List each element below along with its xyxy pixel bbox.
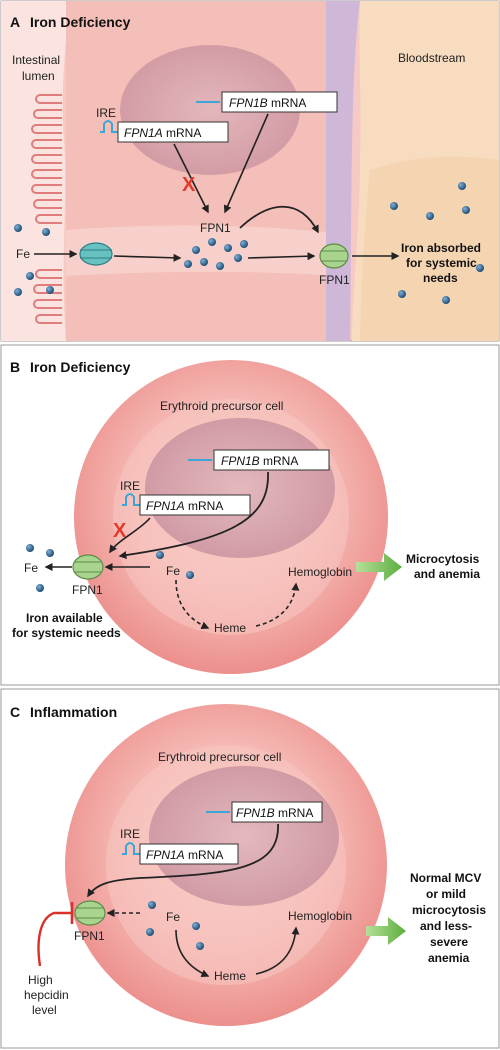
heme-label-b: Heme bbox=[214, 621, 246, 635]
outcome-a-2: for systemic bbox=[406, 256, 477, 270]
panel-c-letter: C bbox=[10, 704, 20, 720]
outcome-b-1: Microcytosis bbox=[406, 552, 480, 566]
ire-loop-c bbox=[122, 842, 140, 855]
iron-dots-a bbox=[14, 182, 484, 304]
iron-to-exporter-arrow bbox=[247, 252, 316, 261]
fpn1a-box-a bbox=[117, 121, 229, 143]
fpn1a-translation-arrow-a bbox=[173, 143, 209, 214]
lumen-label-1: Intestinal bbox=[12, 53, 60, 67]
ire-loop-b bbox=[122, 493, 140, 506]
outcome-c-3: microcytosis bbox=[412, 903, 486, 917]
fpn1-label-c: FPN1 bbox=[74, 929, 105, 943]
iron-dots-b bbox=[26, 544, 194, 592]
ire-label-c: IRE bbox=[120, 827, 140, 841]
outcome-a-1: Iron absorbed bbox=[401, 241, 481, 255]
fpn1b-box-b bbox=[213, 449, 330, 471]
ire-loop-a bbox=[100, 120, 118, 133]
iron-to-cytosol-arrow bbox=[113, 253, 182, 262]
outcome-c-1: Normal MCV bbox=[410, 871, 481, 885]
fpn1-exporter-a bbox=[319, 243, 349, 269]
fpn1a-label-a: FPN1A mRNA bbox=[124, 126, 201, 140]
hemoglobin-label-b: Hemoglobin bbox=[288, 565, 352, 579]
cell-label-c: Erythroid precursor cell bbox=[158, 750, 281, 764]
fpn1a-label-b: FPN1A mRNA bbox=[146, 499, 223, 513]
block-x-a: X bbox=[182, 174, 196, 196]
iron-to-heme-arrow-b bbox=[175, 579, 210, 630]
outcome-c-5: severe bbox=[430, 935, 468, 949]
fpn1b-label-b: FPN1B mRNA bbox=[221, 454, 298, 468]
hepcidin-label-1: High bbox=[28, 973, 53, 987]
outcome-c-4: and less- bbox=[420, 919, 472, 933]
panel-b-title: Iron Deficiency bbox=[30, 359, 131, 375]
available-label-1: Iron available bbox=[26, 611, 103, 625]
fpn1a-translation-arrow-b bbox=[109, 517, 151, 554]
hemoglobin-label-c: Hemoglobin bbox=[288, 909, 352, 923]
hepcidin-inhibition bbox=[37, 911, 72, 967]
iron-importer bbox=[79, 242, 113, 266]
fpn1-center-label: FPN1 bbox=[200, 221, 231, 235]
available-label-2: for systemic needs bbox=[12, 626, 121, 640]
outcome-c-6: anemia bbox=[428, 951, 470, 965]
fpn1-label-b: FPN1 bbox=[72, 583, 103, 597]
heme-to-hemoglobin-arrow-c bbox=[255, 926, 300, 975]
cell-label-b: Erythroid precursor cell bbox=[160, 399, 283, 413]
bloodstream-label: Bloodstream bbox=[398, 51, 465, 65]
fpn1b-translation-arrow-a bbox=[223, 113, 269, 214]
ire-label-a: IRE bbox=[96, 106, 116, 120]
fpn1a-label-c: FPN1A mRNA bbox=[146, 848, 223, 862]
fpn1-membrane-label: FPN1 bbox=[319, 273, 350, 287]
fpn1b-box-a bbox=[221, 91, 338, 113]
fpn1-translation-arrow-c bbox=[87, 823, 279, 898]
fe-label-a: Fe bbox=[16, 247, 30, 261]
outcome-b-2: and anemia bbox=[414, 567, 480, 581]
fe-label-c: Fe bbox=[166, 910, 180, 924]
hepcidin-label-2: hepcidin bbox=[24, 988, 69, 1002]
hepcidin-label-3: level bbox=[32, 1003, 57, 1017]
panel-a: A Iron Deficiency Intestinal lumen Blood… bbox=[0, 0, 500, 342]
outcome-arrow-c bbox=[366, 917, 406, 945]
heme-label-c: Heme bbox=[214, 969, 246, 983]
panel-b-letter: B bbox=[10, 359, 20, 375]
nucleus-b bbox=[145, 418, 335, 558]
block-x-b: X bbox=[113, 520, 127, 542]
panel-a-letter: A bbox=[10, 14, 20, 30]
panel-a-title: Iron Deficiency bbox=[30, 14, 131, 30]
fpn1b-translation-arrow-b bbox=[118, 471, 269, 560]
ire-label-b: IRE bbox=[120, 479, 140, 493]
fpn1b-label-a: FPN1B mRNA bbox=[229, 96, 306, 110]
iron-to-heme-arrow-c bbox=[175, 929, 210, 978]
fpn1-exporter-c bbox=[74, 900, 106, 926]
fpn1a-box-c bbox=[139, 843, 239, 865]
fe-in-label-b: Fe bbox=[166, 564, 180, 578]
lumen-label-2: lumen bbox=[22, 69, 55, 83]
panel-c-title: Inflammation bbox=[30, 704, 117, 720]
outcome-a-3: needs bbox=[423, 271, 458, 285]
microvilli bbox=[31, 94, 62, 324]
fpn1b-label-c: FPN1B mRNA bbox=[236, 806, 313, 820]
heme-to-hemoglobin-arrow-b bbox=[255, 582, 300, 627]
fpn1b-box-c bbox=[231, 801, 323, 823]
iron-dots-c bbox=[146, 901, 204, 950]
panel-b: B Iron Deficiency Erythroid precursor ce… bbox=[0, 344, 500, 686]
fe-out-label-b: Fe bbox=[24, 561, 38, 575]
nucleus-c bbox=[149, 766, 339, 906]
fpn1-exporter-b bbox=[72, 554, 104, 580]
panel-c: C Inflammation Erythroid precursor cell … bbox=[0, 688, 500, 1049]
fpn1a-box-b bbox=[139, 494, 251, 516]
outcome-arrow-b bbox=[356, 553, 402, 581]
outcome-c-2: or mild bbox=[426, 887, 466, 901]
fpn1-trafficking-arrow bbox=[239, 205, 319, 234]
